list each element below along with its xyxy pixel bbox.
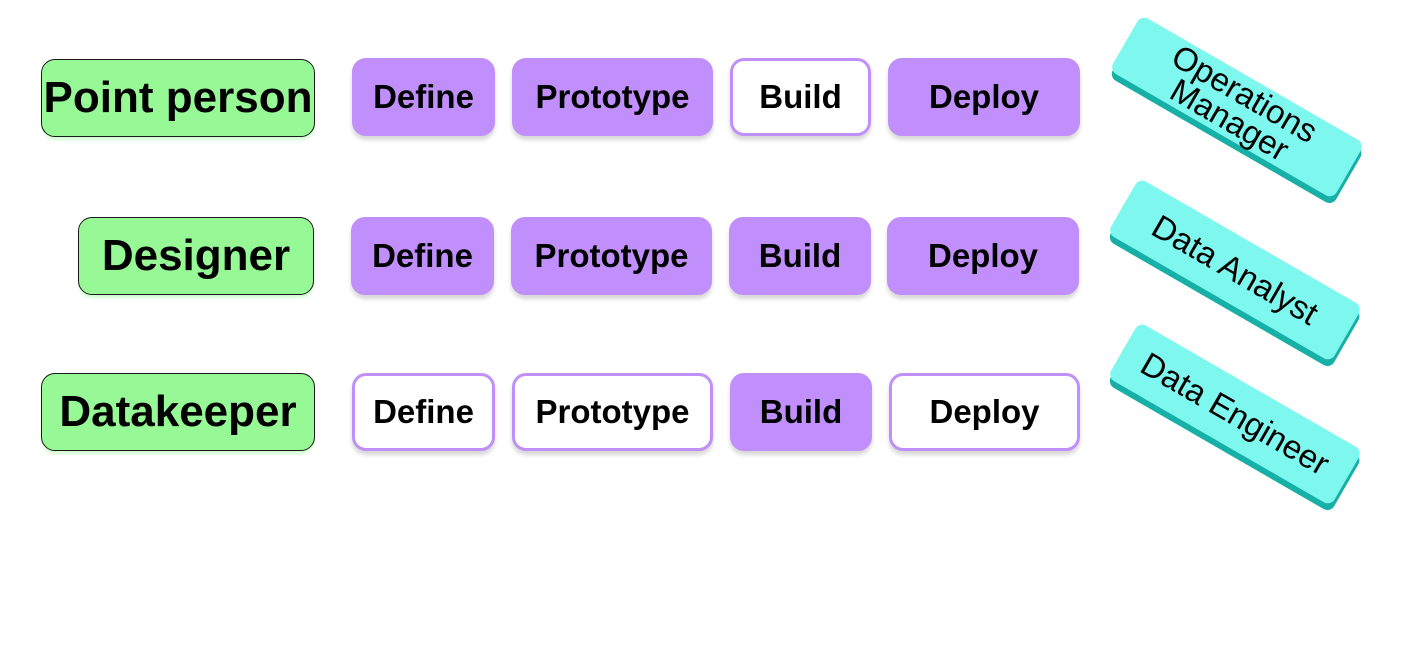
stage-prototype-datakeeper[interactable]: Prototype [512, 373, 713, 451]
stage-deploy-designer[interactable]: Deploy [887, 217, 1079, 295]
role-label: Datakeeper [59, 387, 297, 436]
stage-build-point-person[interactable]: Build [730, 58, 871, 136]
role-datakeeper[interactable]: Datakeeper [41, 373, 315, 451]
role-label: Designer [101, 231, 291, 280]
stage-build-datakeeper[interactable]: Build [730, 373, 872, 451]
tag-line: Data Analyst [1145, 207, 1325, 332]
stage-prototype-point-person[interactable]: Prototype [512, 58, 713, 136]
tag-operations-manager[interactable]: Operations Manager [1109, 14, 1365, 200]
role-label: Point person [43, 73, 313, 122]
stage-define-point-person[interactable]: Define [352, 58, 495, 136]
stage-deploy-point-person[interactable]: Deploy [888, 58, 1080, 136]
tag-line: Data Engineer [1134, 344, 1336, 483]
stage-prototype-designer[interactable]: Prototype [511, 217, 712, 295]
stage-define-designer[interactable]: Define [351, 217, 494, 295]
stage-define-datakeeper[interactable]: Define [352, 373, 495, 451]
stage-deploy-datakeeper[interactable]: Deploy [889, 373, 1080, 451]
stage-build-designer[interactable]: Build [729, 217, 871, 295]
role-point-person[interactable]: Point person [41, 59, 315, 137]
role-designer[interactable]: Designer [78, 217, 314, 295]
